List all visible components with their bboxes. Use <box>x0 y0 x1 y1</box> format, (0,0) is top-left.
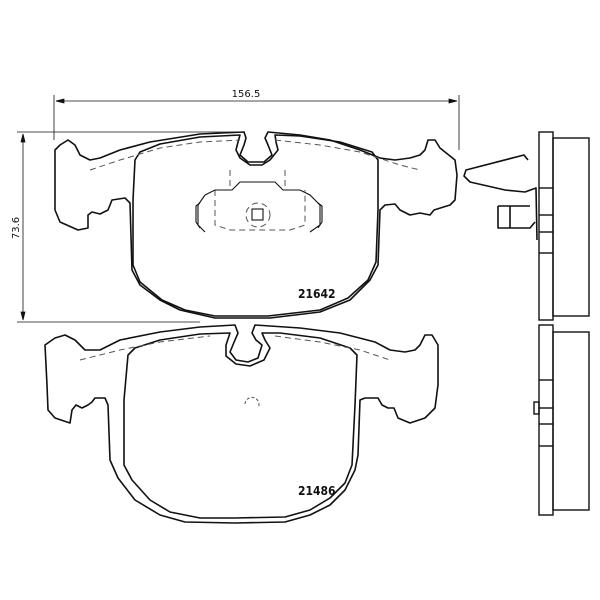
upper-pad-side-view <box>538 131 590 321</box>
lower-pad-hidden-lines <box>79 335 391 409</box>
wear-clip <box>463 154 538 241</box>
width-dimension-label: 156.5 <box>232 89 261 100</box>
lower-pad-side-view <box>533 324 590 516</box>
height-dimension <box>17 131 245 323</box>
width-dimension <box>53 95 460 150</box>
upper-pad <box>54 131 458 319</box>
height-dimension-label: 73.6 <box>11 217 22 239</box>
upper-pad-center-detail <box>195 181 323 233</box>
lower-pad <box>44 324 439 524</box>
lower-pad-part-number: 21486 <box>298 484 336 498</box>
upper-pad-part-number: 21642 <box>298 287 336 301</box>
upper-pad-hidden-lines <box>89 139 421 231</box>
